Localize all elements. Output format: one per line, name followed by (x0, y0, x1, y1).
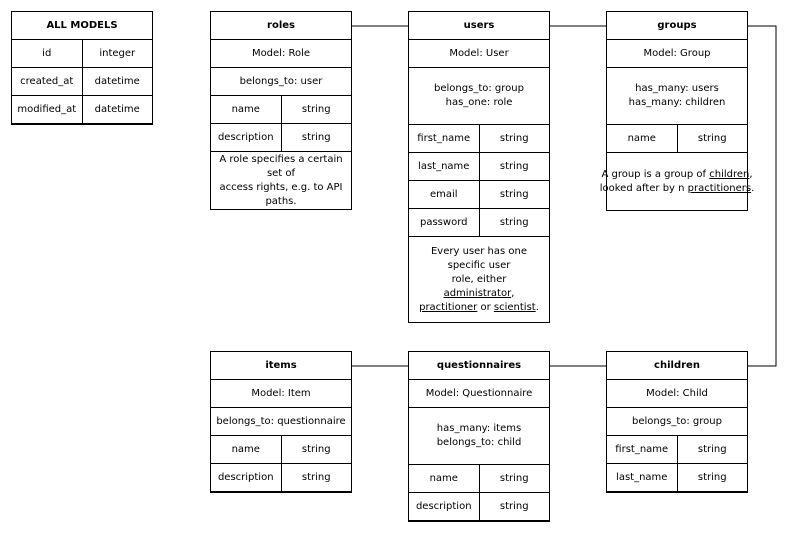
table-users: users Model: User belongs_to: group has_… (408, 11, 550, 323)
field-row: name string (409, 465, 549, 493)
field-name: first_name (417, 133, 471, 144)
term-administrator: administrator (443, 287, 512, 299)
field-type: string (280, 124, 352, 151)
field-type: string (676, 436, 748, 463)
table-all-models: ALL MODELS id integer created_at datetim… (11, 11, 153, 125)
relation: has_many: children (628, 97, 726, 108)
field-name: description (217, 132, 274, 143)
relation: has_many: users (635, 83, 719, 94)
model-name: Model: Item (211, 380, 351, 408)
term-practitioners: practitioners (687, 182, 752, 194)
table-title: users (409, 12, 549, 40)
description-line: looked after by n practitioners. (599, 182, 755, 194)
field-name: name (429, 473, 458, 484)
connector-groups-children (748, 25, 777, 367)
description-line: practitioner or scientist. (419, 301, 539, 313)
description-line: A group is a group of children, (601, 168, 753, 180)
field-type: datetime (81, 96, 153, 123)
field-row: description string (409, 493, 549, 521)
field-name: description (217, 472, 274, 483)
field-name: name (627, 133, 656, 144)
table-title: items (211, 352, 351, 380)
table-items: items Model: Item belongs_to: questionna… (210, 351, 352, 493)
field-row: description string (211, 124, 351, 152)
field-name: name (231, 104, 260, 115)
relation: has_one: role (445, 97, 513, 108)
field-name: password (420, 217, 468, 228)
field-row: last_name string (409, 153, 549, 181)
description-line: Every user has one specific user (430, 245, 528, 271)
table-title: roles (211, 12, 351, 40)
field-type: datetime (81, 68, 153, 95)
term-children: children (709, 168, 750, 180)
field-row: first_name string (409, 125, 549, 153)
field-name: last_name (616, 472, 668, 483)
table-title: groups (607, 12, 747, 40)
field-type: string (676, 125, 748, 152)
field-name: email (429, 189, 458, 200)
model-name: Model: Group (607, 40, 747, 68)
field-type: integer (81, 40, 153, 67)
field-name: last_name (418, 161, 470, 172)
field-row: name string (211, 436, 351, 464)
field-name: description (415, 501, 472, 512)
table-title: children (607, 352, 747, 380)
description-line: access rights, e.g. to API paths. (219, 181, 343, 207)
model-name: Model: Role (211, 40, 351, 68)
table-roles: roles Model: Role belongs_to: user name … (210, 11, 352, 210)
table-questionnaires: questionnaires Model: Questionnaire has_… (408, 351, 550, 522)
field-row: modified_at datetime (12, 96, 152, 124)
relations: belongs_to: group has_one: role (409, 68, 549, 125)
field-type: string (280, 464, 352, 491)
field-row: name string (211, 96, 351, 124)
field-name: name (231, 444, 260, 455)
field-row: email string (409, 181, 549, 209)
description: Every user has one specific user role, e… (409, 237, 549, 322)
term-scientist: scientist (493, 301, 536, 313)
field-type: string (478, 465, 550, 492)
relations: has_many: users has_many: children (607, 68, 747, 125)
field-type: string (478, 181, 550, 208)
relation: belongs_to: child (436, 437, 522, 448)
description: A role specifies a certain set of access… (211, 152, 351, 209)
description-line: A role specifies a certain set of (219, 153, 343, 179)
model-name: Model: Questionnaire (409, 380, 549, 408)
field-row: created_at datetime (12, 68, 152, 96)
relation: belongs_to: group (434, 83, 524, 94)
field-name: created_at (20, 76, 74, 87)
field-type: string (478, 209, 550, 236)
description-line: role, either administrator, (443, 273, 515, 299)
table-groups: groups Model: Group has_many: users has_… (600, 11, 755, 211)
field-name: id (42, 48, 52, 59)
relations: has_many: items belongs_to: child (409, 408, 549, 465)
model-name: Model: Child (607, 380, 747, 408)
relation: has_many: items (436, 423, 522, 434)
field-name: first_name (615, 444, 669, 455)
field-row: name string (607, 125, 747, 153)
relations: belongs_to: questionnaire (211, 408, 351, 436)
table-children: children Model: Child belongs_to: group … (606, 351, 748, 493)
field-row: description string (211, 464, 351, 492)
field-name: modified_at (17, 104, 77, 115)
field-type: string (478, 493, 550, 520)
field-type: string (478, 125, 550, 152)
relations: belongs_to: user (211, 68, 351, 96)
field-type: string (280, 96, 352, 123)
field-row: id integer (12, 40, 152, 68)
description: A group is a group of children, looked a… (600, 153, 755, 210)
model-name: Model: User (409, 40, 549, 68)
term-practitioner: practitioner (419, 301, 478, 313)
relations: belongs_to: group (607, 408, 747, 436)
field-row: last_name string (607, 464, 747, 492)
field-type: string (280, 436, 352, 463)
table-title: questionnaires (409, 352, 549, 380)
field-type: string (478, 153, 550, 180)
table-title: ALL MODELS (12, 12, 152, 40)
field-row: first_name string (607, 436, 747, 464)
field-type: string (676, 464, 748, 491)
field-row: password string (409, 209, 549, 237)
